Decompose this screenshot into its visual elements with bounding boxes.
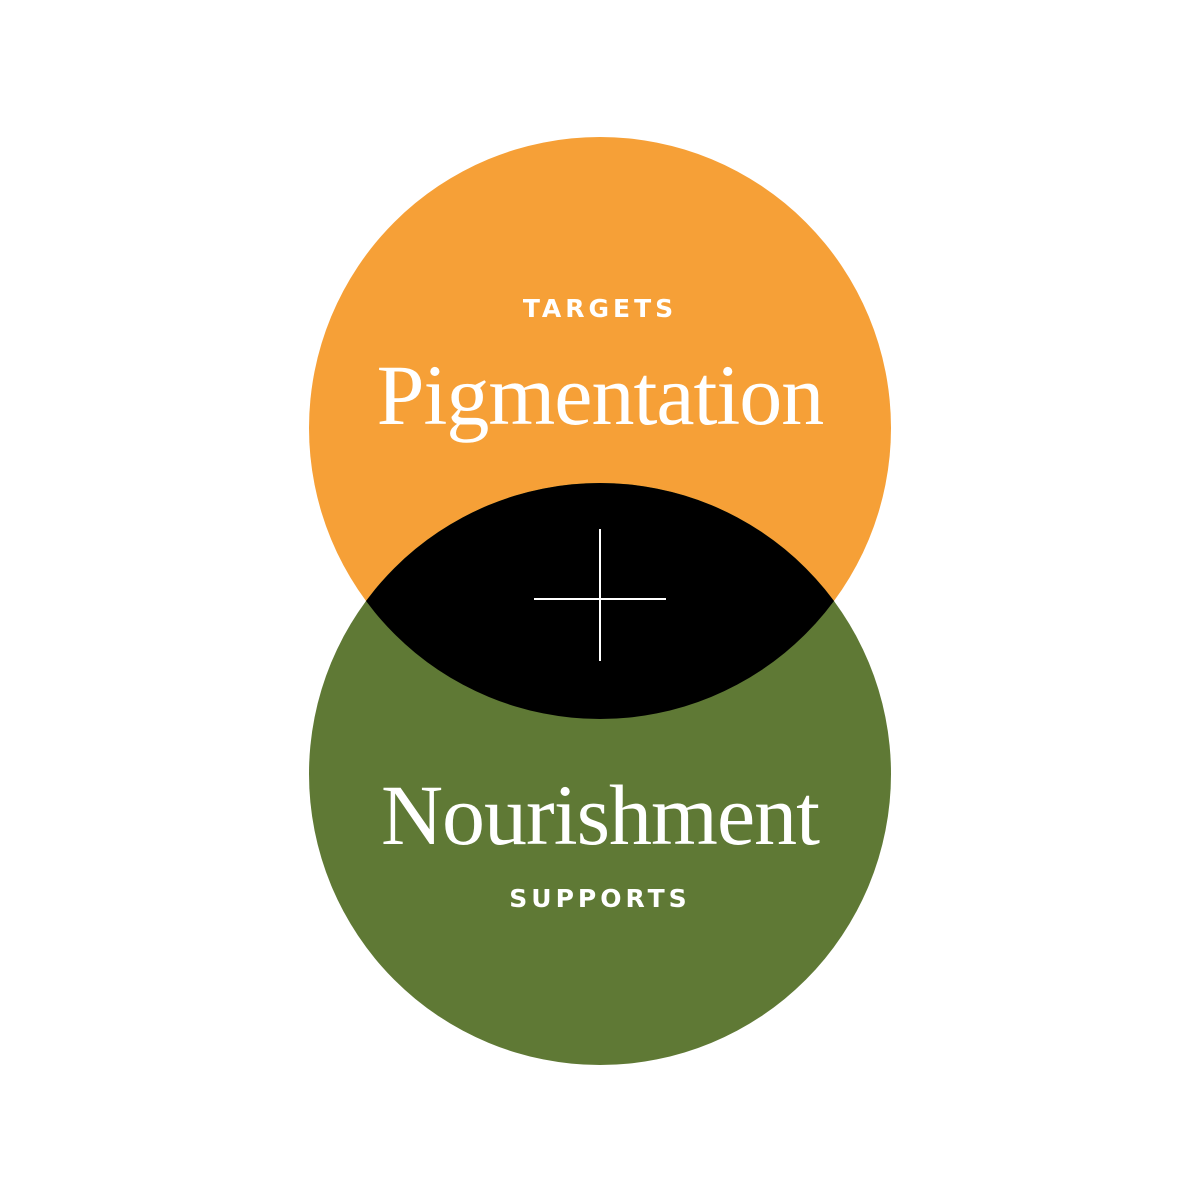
plus-icon [534, 529, 666, 661]
bottom-circle-kicker: SUPPORTS [509, 884, 691, 913]
top-circle-kicker: TARGETS [522, 294, 678, 323]
overlap-lens [309, 483, 891, 719]
top-circle-headline: Pigmentation [376, 347, 825, 443]
bottom-circle-headline: Nourishment [380, 767, 820, 863]
